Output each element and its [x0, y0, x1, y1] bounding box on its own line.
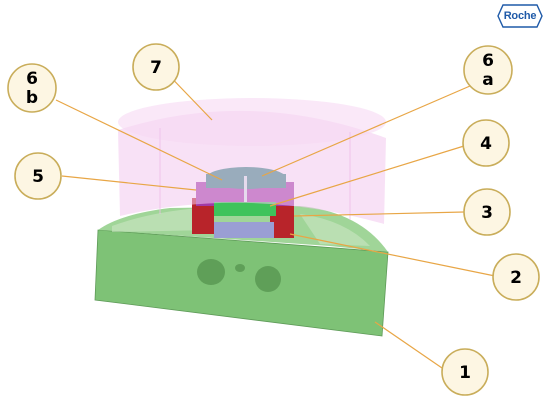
callout-6a: 6a — [463, 45, 513, 95]
red-wall-left — [192, 198, 214, 234]
callout-label-6a-1: a — [482, 70, 493, 90]
callout-3: 3 — [463, 188, 511, 236]
leader-2 — [289, 233, 496, 277]
callout-circle-7 — [132, 43, 180, 91]
callout-label-4: 4 — [480, 134, 492, 154]
callout-circle-3 — [463, 188, 511, 236]
callout-label-3: 3 — [481, 203, 493, 223]
roche-hexagon-logo — [497, 4, 543, 28]
callout-circle-6a — [463, 45, 513, 95]
callout-label-7: 7 — [150, 58, 162, 78]
callout-2: 2 — [492, 253, 540, 301]
blue-plate — [214, 222, 274, 238]
leader-3 — [293, 211, 465, 217]
callout-circle-4 — [462, 119, 510, 167]
leader-4 — [269, 145, 465, 207]
leader-6b — [55, 99, 223, 181]
callout-6b: 6b — [7, 63, 57, 113]
callout-label-2: 2 — [510, 268, 522, 288]
callout-label-1: 1 — [459, 363, 471, 383]
green-plate — [214, 202, 276, 216]
callout-4: 4 — [462, 119, 510, 167]
callout-circle-2 — [492, 253, 540, 301]
callout-circle-6b — [7, 63, 57, 113]
leader-1 — [374, 321, 443, 369]
callout-label-6b-1: b — [26, 88, 38, 108]
callout-label-6b-0: 6 — [26, 69, 38, 89]
leader-lines — [55, 65, 496, 369]
callout-label-6a-0: 6 — [482, 51, 494, 71]
callout-7: 7 — [132, 43, 180, 91]
callout-5: 5 — [14, 152, 62, 200]
roche-logo: Roche — [497, 4, 543, 28]
callout-circle-5 — [14, 152, 62, 200]
logo-text: Roche — [503, 10, 537, 22]
translucent-lid — [118, 98, 386, 224]
callout-label-5: 5 — [32, 167, 44, 187]
callout-circle-1 — [441, 348, 489, 396]
callout-1: 1 — [441, 348, 489, 396]
leader-5 — [61, 175, 197, 191]
leader-6a — [261, 85, 471, 177]
